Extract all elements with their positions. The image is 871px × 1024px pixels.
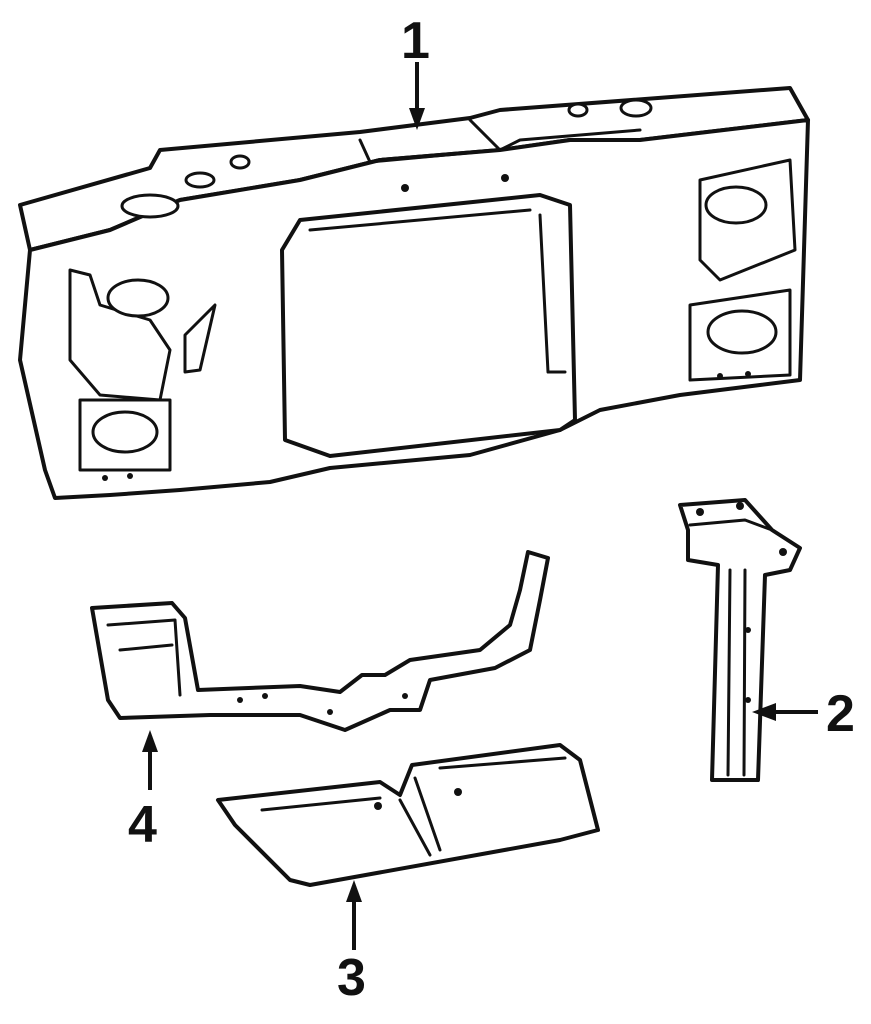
- part-3-lower-splash-shield: [216, 743, 600, 887]
- callout-1: 1: [401, 12, 430, 130]
- callout-3: 3: [337, 880, 366, 1007]
- callout-label: 4: [128, 796, 157, 854]
- callout-2: 2: [752, 685, 855, 743]
- part-1-radiator-support: [18, 86, 810, 500]
- callout-label: 1: [401, 12, 430, 70]
- part-2-support-bracket: [678, 498, 802, 782]
- callout-label: 3: [337, 949, 366, 1007]
- callout-label: 2: [826, 685, 855, 743]
- part-4-lower-support-brace: [90, 550, 550, 732]
- callout-4: 4: [128, 730, 158, 854]
